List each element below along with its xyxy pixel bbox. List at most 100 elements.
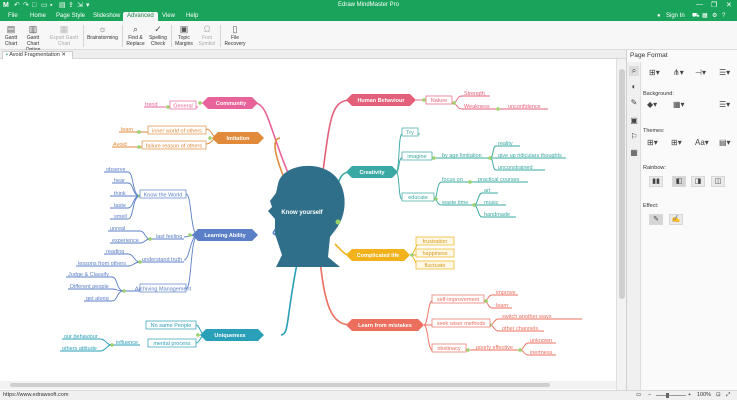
topic-smell[interactable]: smell [114, 214, 127, 220]
document-tab[interactable]: ▪ Avoid Fragmentation ✕ [2, 51, 73, 59]
bg-more-icon[interactable]: ☰▾ [719, 100, 731, 109]
topic-different-people[interactable]: Different people [70, 284, 109, 290]
topic-judge-classify[interactable]: Judge & Classify [68, 272, 109, 278]
brainstorming-button[interactable]: ☼Brainstorming [87, 24, 118, 41]
text-tab-icon[interactable]: ✎ [630, 98, 638, 107]
main-topic-learning-ability[interactable]: Learning Ability [192, 229, 258, 241]
theme-color-icon[interactable]: ▤▾ [719, 138, 731, 147]
topic-music[interactable]: music [484, 200, 499, 206]
topic-trend[interactable]: trend [145, 102, 158, 108]
maximize-icon[interactable]: ❐ [711, 2, 718, 9]
gantt-chart-option-button[interactable]: ▥Gantt Chart Option [21, 23, 45, 53]
main-topic-uniqueness[interactable]: Uniqueness [200, 329, 264, 341]
calendar-tab-icon[interactable]: ▦ [630, 148, 638, 157]
topic-no-same-people[interactable]: No same People [151, 323, 192, 329]
topic-think[interactable]: think [114, 191, 126, 197]
horizontal-scroll-thumb[interactable] [10, 383, 550, 387]
add-topic-icon[interactable] [335, 219, 341, 225]
find-replace-button[interactable]: ⌕Find & Replace [126, 24, 145, 47]
topic-poorly-effective[interactable]: poorly effective [476, 345, 513, 351]
minimize-icon[interactable]: — [696, 1, 703, 8]
redo-icon[interactable]: ↷ [23, 2, 29, 9]
topic-hear[interactable]: hear [114, 178, 125, 184]
menu-help[interactable]: Help [186, 13, 199, 19]
outline-tab-icon[interactable]: ⚐ [630, 132, 638, 141]
topic-practical-courses[interactable]: practical courses [478, 177, 520, 183]
topic-influence[interactable]: influence [116, 340, 138, 346]
topic-archiving-management[interactable]: Archiving Management [135, 287, 192, 293]
cart-icon[interactable]: ⛟ [692, 13, 700, 19]
topic-by-age-limitation[interactable]: by age limitation [442, 153, 482, 159]
website-link[interactable]: https://www.edrawsoft.com [3, 392, 69, 398]
topic-know-the-world[interactable]: Know the World [144, 193, 183, 199]
main-topic-community[interactable]: Community [202, 97, 258, 109]
menu-page-style[interactable]: Page Style [56, 13, 86, 19]
topic-others-attitude[interactable]: others attitude [62, 346, 97, 352]
topic-last-feeling[interactable]: last feeling [156, 234, 182, 240]
horizontal-scrollbar[interactable] [0, 381, 616, 389]
structure-icon[interactable]: ⋔▾ [673, 68, 684, 77]
spacing-icon[interactable]: ☰▾ [719, 68, 731, 77]
apps-icon[interactable]: ▦ [702, 13, 708, 19]
topic-weakness[interactable]: Weakness [464, 104, 490, 110]
fullscreen-icon[interactable]: ⤢ [726, 392, 731, 398]
page-format-tab-icon[interactable]: ⌕ [629, 66, 639, 76]
topic-strength[interactable]: Strength [464, 91, 485, 97]
fit-page-icon[interactable]: ⊡ [716, 392, 721, 398]
style-tab-icon[interactable]: ◐ [631, 82, 637, 91]
print-icon[interactable]: ▤ [59, 2, 66, 9]
spelling-check-button[interactable]: ✓Spelling Check [147, 23, 169, 49]
topic-mental-process[interactable]: mental process [153, 341, 191, 347]
topic-margins-button[interactable]: ▣Topic Margins [173, 23, 195, 49]
center-topic[interactable]: Know yourself [281, 210, 323, 216]
topic-lessons-from-others[interactable]: lessons from others [78, 261, 126, 267]
topic-unconstrained[interactable]: unconstrained [498, 165, 533, 171]
topic-inner-world[interactable]: inner world of others [152, 129, 202, 135]
topic-reality[interactable]: reality [498, 141, 513, 147]
mind-map-canvas[interactable]: Know yourself Community Imitation Learni… [0, 59, 626, 390]
open-icon[interactable]: ▭ [41, 2, 48, 9]
zoom-in-icon[interactable]: + [688, 392, 692, 398]
topic-understand-truth[interactable]: understand truth [142, 257, 182, 263]
export-gantt-chart-button[interactable]: ▦Export Gantt Chart [47, 23, 81, 49]
user-icon[interactable]: ● [657, 13, 661, 19]
save-icon[interactable]: ▪ [50, 2, 53, 9]
main-topic-creativity[interactable]: Creativity [346, 166, 398, 178]
connector-icon[interactable]: ⊣▾ [695, 68, 706, 77]
tab-close-icon[interactable]: ✕ [61, 52, 66, 58]
settings-icon[interactable]: ⚙ [712, 13, 718, 19]
zoom-slider-thumb[interactable] [666, 393, 669, 398]
page-icon[interactable]: ▭ [636, 392, 642, 398]
topic-our-behaviour[interactable]: our behaviour [64, 334, 98, 340]
theme-layout-icon[interactable]: ⊞▾ [671, 138, 682, 147]
topic-other-channels[interactable]: other channels [502, 326, 538, 332]
rainbow-option-1[interactable]: ▮▮ [649, 176, 663, 187]
topic-avoid[interactable]: Avoid [113, 142, 127, 148]
share-icon[interactable]: ⇲ [77, 2, 83, 9]
topic-switch-another-ways[interactable]: switch another ways [502, 314, 552, 320]
menu-slideshow[interactable]: Slideshow [93, 13, 121, 19]
bg-texture-icon[interactable]: ▦▾ [673, 100, 685, 109]
menu-advanced[interactable]: Advanced [123, 12, 158, 21]
topic-give-up-thoughts[interactable]: give up ridiculars thoughts [498, 153, 562, 159]
close-icon[interactable]: ✕ [726, 2, 732, 9]
topic-improve[interactable]: improve [496, 290, 516, 296]
topic-obstinacy[interactable]: obstinacy [437, 346, 460, 352]
rainbow-option-3[interactable]: ◨ [691, 176, 705, 187]
new-icon[interactable]: □ [32, 2, 37, 9]
menu-home[interactable]: Home [30, 13, 47, 19]
topic-reading[interactable]: reading [106, 249, 124, 255]
image-tab-icon[interactable]: ▣ [630, 116, 638, 125]
topic-try[interactable]: Try [406, 130, 414, 136]
topic-seek-wiser-methods[interactable]: seek wiser methods [437, 321, 486, 327]
topic-art[interactable]: art [484, 188, 491, 194]
layout-icon[interactable]: ⊞▾ [649, 68, 660, 77]
main-topic-imitation[interactable]: Imitation [212, 132, 264, 144]
topic-unconfidence[interactable]: unconfidence [508, 104, 541, 110]
bg-color-icon[interactable]: ◆▾ [647, 100, 658, 109]
topic-unknown[interactable]: unknown [530, 338, 552, 344]
main-topic-complicated-life[interactable]: Complicated life [346, 249, 410, 261]
topic-happiness[interactable]: happiness [422, 251, 447, 257]
topic-learn[interactable]: learn [121, 127, 133, 133]
